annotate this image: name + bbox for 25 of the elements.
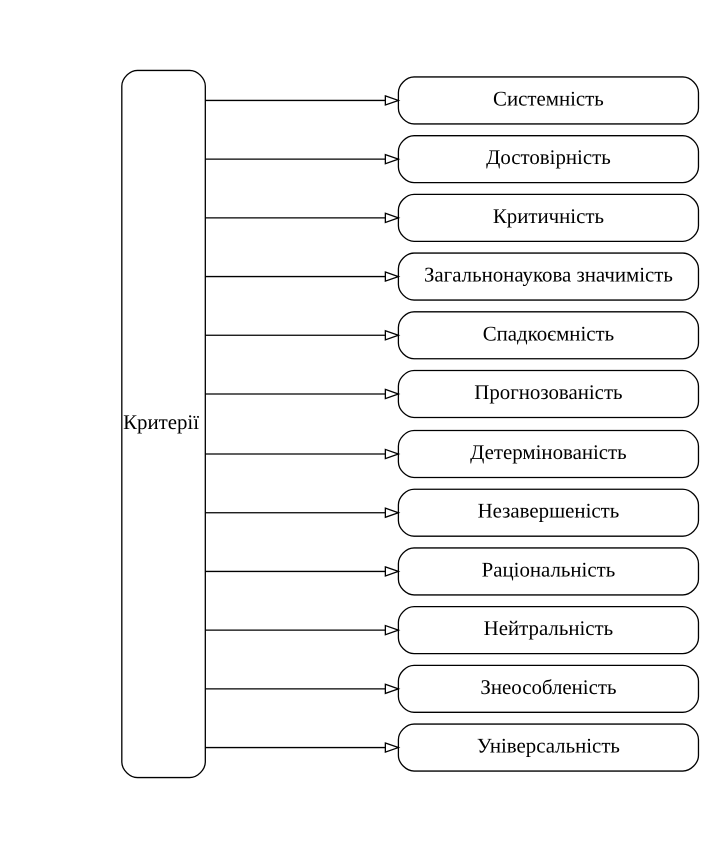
node-box: Системність	[398, 76, 700, 124]
node-box: Критерії	[121, 69, 206, 778]
node-box: Детермінованість	[398, 429, 700, 478]
arrow	[205, 624, 400, 636]
node-box: Спадкоємність	[398, 310, 700, 359]
arrow	[205, 682, 400, 694]
node-box: Нейтральність	[398, 606, 700, 654]
arrow	[205, 212, 400, 223]
arrow	[205, 270, 400, 282]
arrow	[205, 329, 400, 340]
node-box: Універсальність	[398, 722, 700, 772]
node-box: Достовірність	[398, 134, 700, 183]
arrow	[205, 506, 400, 518]
node-box: Загальнонаукова значимість	[398, 252, 700, 300]
arrow	[205, 742, 400, 753]
arrow	[205, 94, 400, 106]
node-box: Прогнозованість	[398, 369, 700, 418]
node-box: Незавершеність	[398, 488, 700, 536]
node-box: Раціональність	[398, 546, 700, 596]
node-box: Знеособленість	[398, 664, 700, 712]
arrow	[205, 448, 400, 459]
node-box: Критичність	[398, 193, 700, 242]
arrow	[205, 388, 400, 399]
arrow	[205, 153, 400, 164]
arrow	[205, 565, 400, 576]
